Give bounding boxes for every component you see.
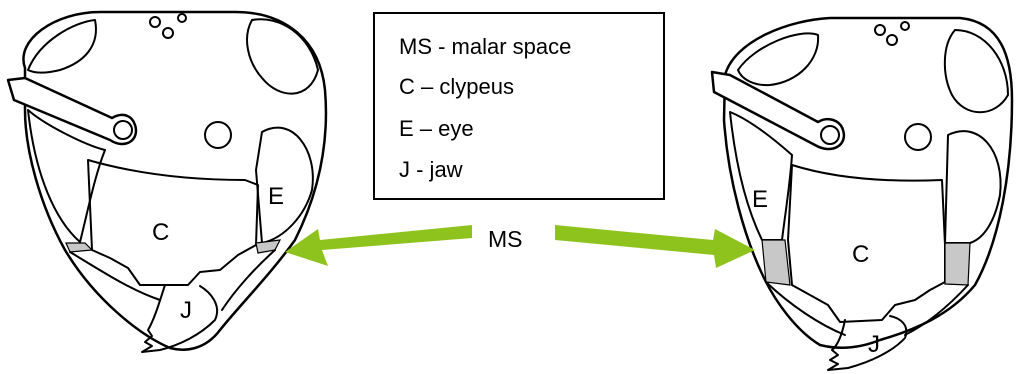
left-malar-space-left [65, 242, 94, 253]
right-ocellus-3 [886, 34, 898, 46]
left-head [6, 10, 328, 353]
left-head-outline [22, 10, 328, 351]
right-lower-face [765, 281, 969, 336]
right-upper-right-lobe [943, 29, 1009, 114]
right-eye-label: E [752, 186, 768, 213]
right-antenna [710, 70, 846, 151]
left-lower-face [69, 249, 276, 311]
right-head [710, 16, 1014, 371]
right-jaw-label: J [868, 331, 880, 358]
left-eye-label: E [268, 183, 284, 210]
right-ocellus-1 [874, 24, 886, 36]
left-eye-left-outline [27, 109, 106, 243]
right-eye-right-outline [944, 130, 1002, 244]
legend-item-jaw: J - jaw [399, 157, 463, 182]
right-ocellus-2 [900, 21, 910, 31]
right-malar-space-left [761, 239, 791, 286]
right-jaw-outline [827, 315, 908, 371]
left-upper-right-lobe [246, 18, 319, 95]
malar-space-center-label: MS [488, 226, 523, 252]
legend-box: MS - malar space C – clypeus E – eye J -… [373, 12, 665, 200]
legend-item-eye: E – eye [399, 116, 474, 141]
left-jaw-label: J [180, 297, 192, 324]
right-eye-left-outline [729, 111, 793, 241]
right-antenna-socket [820, 125, 840, 145]
right-head-outline [722, 16, 1014, 349]
legend-item-malar-space: MS - malar space [399, 34, 572, 59]
right-clypeus-outline [787, 164, 946, 323]
left-clypeus-label: C [152, 219, 169, 246]
left-ocellus-1 [149, 16, 161, 28]
left-clypeus-outline [87, 159, 259, 286]
right-arrow [555, 225, 755, 268]
left-arrow [285, 225, 472, 266]
left-eye-right-outline [255, 126, 314, 244]
right-malar-space-right [944, 242, 971, 286]
left-upper-left-lobe [27, 19, 97, 74]
left-ocellus-3 [162, 27, 174, 39]
legend-item-clypeus: C – clypeus [399, 74, 514, 99]
left-antenna [6, 76, 138, 146]
left-antenna-socket [113, 120, 133, 140]
left-median-ocellus [204, 121, 232, 149]
left-jaw-outline [141, 284, 219, 353]
right-median-ocellus [904, 123, 932, 151]
right-clypeus-label: C [852, 241, 869, 268]
left-ocellus-2 [177, 13, 187, 23]
right-upper-left-lobe [737, 32, 820, 87]
